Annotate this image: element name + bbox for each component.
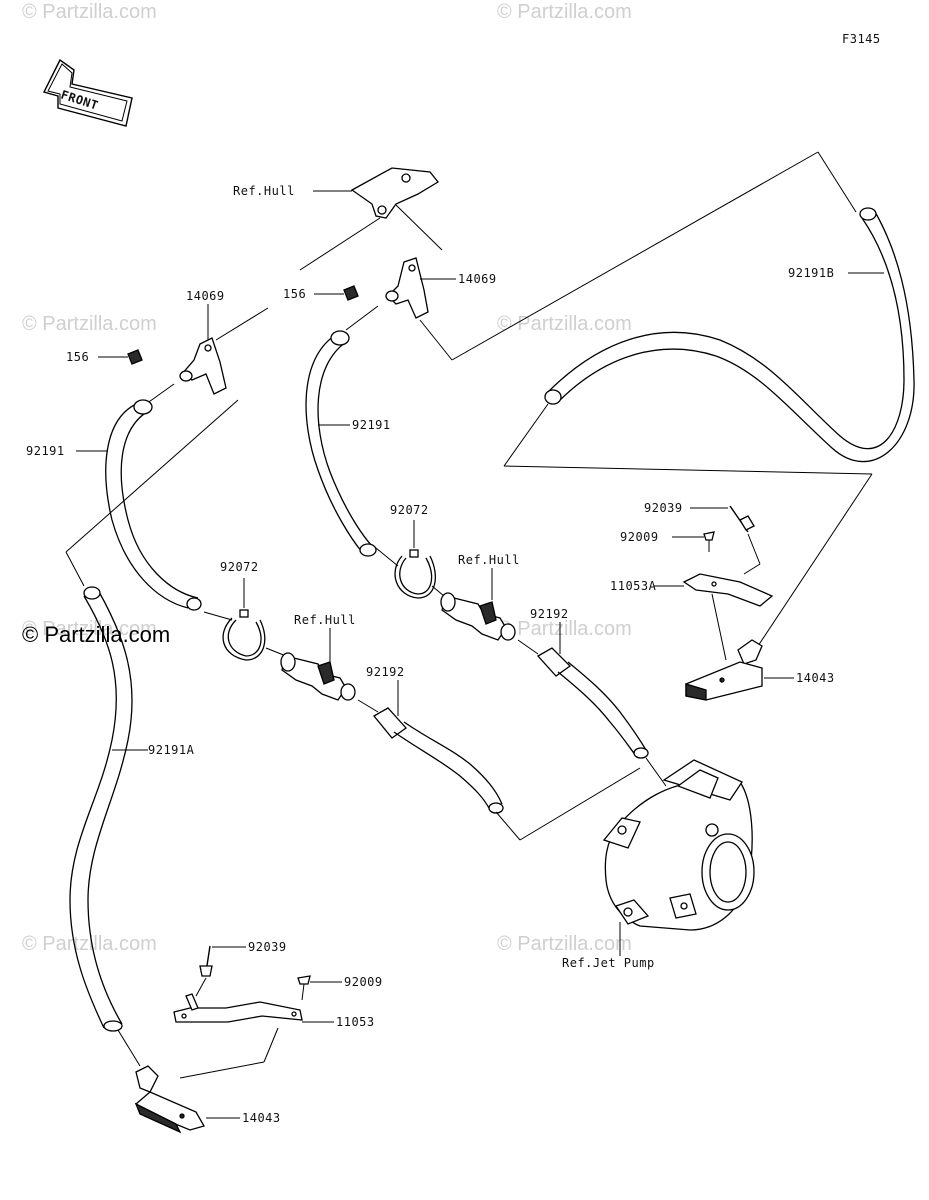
92191B-label: 92191B — [788, 266, 834, 280]
leader-line — [299, 217, 381, 271]
watermark: © Partzilla.com — [22, 1, 157, 23]
watermark: © Partzilla.com — [22, 618, 157, 640]
reference-line — [711, 593, 727, 661]
watermark: © Partzilla.com — [497, 933, 632, 955]
hose-92191-left — [105, 399, 202, 611]
bracket-11053A — [682, 573, 774, 607]
reference-line — [375, 547, 399, 567]
bracket-11053 — [173, 993, 303, 1023]
reference-line — [179, 1061, 265, 1079]
reference-line — [65, 551, 85, 587]
leader-line — [345, 305, 379, 331]
reference-line — [517, 639, 539, 655]
clamp-92072-left — [222, 609, 266, 661]
reference-line — [743, 563, 761, 575]
pin-92039-bottom — [199, 945, 213, 977]
reference-line — [195, 977, 207, 997]
hull-bracket-top — [350, 167, 439, 219]
figure-code: F3145 — [842, 32, 881, 46]
leader-line — [395, 204, 443, 251]
reference-line — [495, 811, 521, 841]
92191-mid-label: 92191 — [352, 418, 391, 432]
92191-left-label: 92191 — [26, 444, 65, 458]
ref-hull-left-label: Ref.Hull — [294, 613, 356, 627]
hull-fitting-left — [280, 652, 356, 701]
hose-92191B — [544, 207, 915, 463]
reference-line — [503, 465, 873, 475]
ref-jet-pump-label: Ref.Jet Pump — [562, 956, 655, 970]
reference-line — [65, 399, 239, 553]
hose-92191A — [69, 586, 133, 1032]
reference-line — [117, 1029, 141, 1067]
92191A-label: 92191A — [148, 743, 195, 757]
reference-line — [817, 151, 857, 213]
reference-line — [203, 611, 233, 621]
11053-label: 11053 — [336, 1015, 375, 1029]
92192-left-label: 92192 — [366, 665, 405, 679]
156-right-label: 156 — [283, 287, 306, 301]
14043-bottom-label: 14043 — [242, 1111, 281, 1125]
leader-line — [215, 307, 269, 341]
14043-right-label: 14043 — [796, 671, 835, 685]
reference-line — [431, 585, 445, 597]
reference-line — [503, 403, 549, 467]
ref-hull-top-label: Ref.Hull — [233, 184, 295, 198]
92039-right-label: 92039 — [644, 501, 683, 515]
reference-line — [757, 473, 873, 647]
watermark: © Partzilla.com — [22, 933, 157, 955]
92072-left-label: 92072 — [220, 560, 259, 574]
clamp-92072-mid — [394, 549, 436, 599]
reference-line — [263, 1027, 279, 1063]
watermarks: © Partzilla.com © Partzilla.com © Partzi… — [22, 1, 632, 955]
14069-right-label: 14069 — [458, 272, 497, 286]
hose-92191-mid — [305, 330, 377, 557]
hull-fitting-mid — [440, 592, 516, 641]
watermark: © Partzilla.com — [497, 313, 632, 335]
pin-92039-right — [729, 505, 755, 533]
front-arrow-icon: FRONT — [42, 58, 133, 127]
screw-92009-bottom — [297, 975, 311, 1001]
reference-line — [265, 647, 287, 657]
92009-right-label: 92009 — [620, 530, 659, 544]
92009-bottom-label: 92009 — [344, 975, 383, 989]
14069-left-label: 14069 — [186, 289, 225, 303]
screw-156-left — [127, 349, 143, 365]
reference-line — [419, 319, 453, 361]
ref-hull-mid-label: Ref.Hull — [458, 553, 520, 567]
strainer-14043-right — [685, 639, 763, 701]
watermark-logo: © Partzilla.com — [22, 622, 170, 647]
jet-pump — [602, 759, 755, 931]
92072-mid-label: 92072 — [390, 503, 429, 517]
156-left-label: 156 — [66, 350, 89, 364]
hose-92192-right — [536, 647, 649, 759]
watermark: © Partzilla.com — [497, 1, 632, 23]
leader-line — [145, 383, 175, 405]
11053A-label: 11053A — [610, 579, 657, 593]
92192-right-label: 92192 — [530, 607, 569, 621]
strainer-14043-bottom — [134, 1065, 205, 1134]
screw-92009-right — [703, 531, 715, 552]
reference-line — [747, 533, 761, 565]
watermark: © Partzilla.com — [497, 618, 632, 640]
fitting-14069-right — [385, 257, 429, 319]
fitting-14069-left — [179, 337, 227, 395]
92039-bottom-label: 92039 — [248, 940, 287, 954]
reference-line — [451, 151, 819, 361]
hose-92192-left — [373, 707, 504, 814]
reference-line — [519, 767, 641, 841]
reference-line — [645, 757, 667, 787]
screw-156-right — [343, 285, 359, 301]
watermark: © Partzilla.com — [22, 313, 157, 335]
reference-line — [357, 699, 379, 713]
